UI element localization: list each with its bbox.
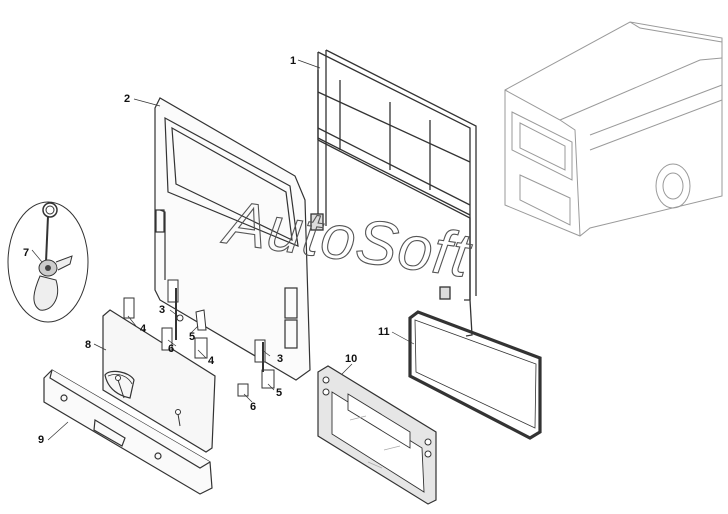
callout-2: 2 (124, 93, 130, 105)
hinge-parts (115, 279, 275, 427)
door-frame (310, 49, 477, 337)
bus-outline (504, 21, 723, 237)
callout-4-right: 4 (208, 355, 215, 367)
callout-8: 8 (85, 339, 91, 351)
callout-3-upper: 3 (159, 304, 165, 316)
callout-labels: 1 2 3 3 4 4 5 5 6 6 7 8 9 10 11 (23, 55, 390, 446)
callout-10: 10 (345, 353, 357, 365)
callout-11: 11 (378, 326, 390, 338)
window-seal (408, 310, 542, 440)
door-outer-panel (154, 97, 311, 381)
callout-7: 7 (23, 247, 29, 259)
door-glass (317, 365, 437, 505)
callout-6-lower: 6 (250, 401, 256, 413)
callout-4-left: 4 (140, 323, 147, 335)
callout-5-upper: 5 (189, 331, 195, 343)
callout-1: 1 (290, 55, 296, 67)
callout-3-lower: 3 (277, 353, 283, 365)
door-inner-panel (102, 309, 216, 453)
leader-lines (31, 59, 415, 441)
callout-6-upper: 6 (168, 343, 174, 355)
callout-5-lower: 5 (276, 387, 282, 399)
callout-9: 9 (38, 434, 44, 446)
lower-trim (43, 369, 213, 495)
latch-detail (7, 201, 89, 323)
